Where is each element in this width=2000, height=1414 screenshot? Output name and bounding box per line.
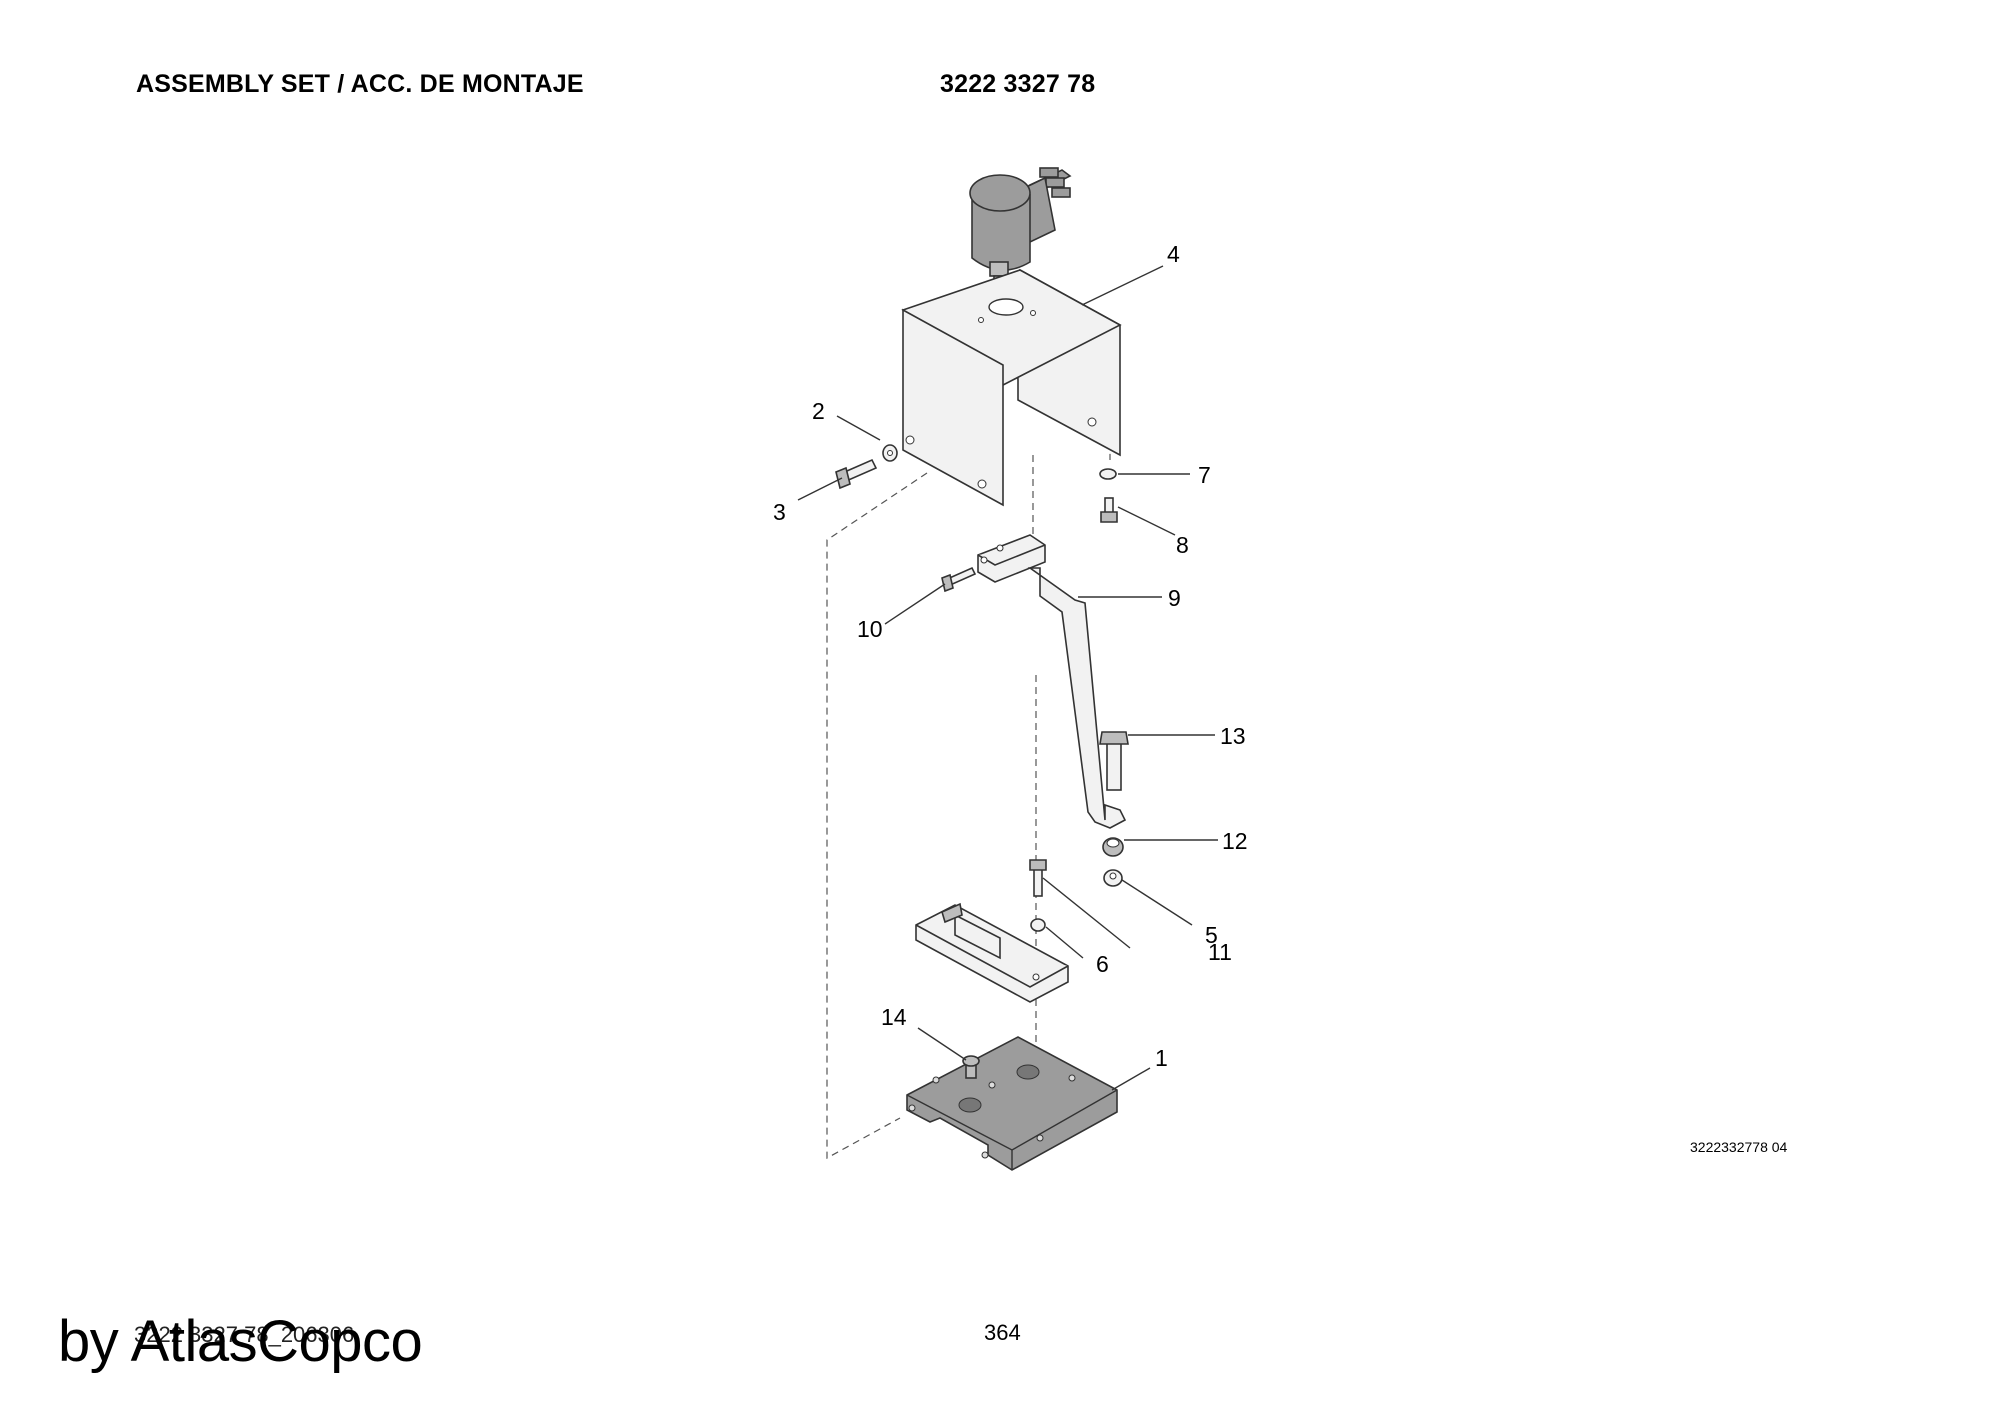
part-6-washer [1030,918,1046,932]
part-12-nut [1102,837,1124,857]
watermark: by AtlasCopco [58,1309,423,1374]
part-13-bolt [1099,731,1129,791]
part-1-base-plate [906,1036,1118,1171]
leader-lines [797,265,1218,1091]
drawing-reference: 3222332778 04 [1690,1139,1788,1155]
callout-13: 13 [1220,723,1246,749]
callout-6: 6 [1096,951,1109,977]
alignment-guide-line [826,472,928,1160]
part-9-arm [977,534,1127,829]
part-number: 3222 3327 78 [940,70,1096,98]
callout-12: 12 [1222,828,1248,854]
callout-9: 9 [1168,585,1181,611]
part-10-screw [941,566,977,593]
page-number: 364 [984,1320,1021,1345]
part-5-nut [1103,869,1123,887]
callout-1: 1 [1155,1045,1168,1071]
callout-10: 10 [857,616,883,642]
mounting-plate [915,902,1069,1003]
part-7-washer [1099,468,1117,480]
callout-11: 11 [1208,939,1232,965]
part-3-screw [835,458,878,490]
callout-14: 14 [881,1004,907,1030]
part-8-screw [1100,497,1118,523]
callout-5: 5 [1205,922,1218,948]
page-title: ASSEMBLY SET / ACC. DE MONTAJE [136,70,584,98]
part-4-sensor-motor [969,167,1072,285]
part-4-bracket [901,268,1122,507]
part-11-screw [1029,859,1047,897]
callout-2: 2 [812,398,825,424]
footer-doc-code: 3222 3327 78_206306 [134,1322,355,1347]
callout-7: 7 [1198,462,1211,488]
part-14-pin [962,1055,980,1079]
callout-3: 3 [773,499,786,525]
callout-4: 4 [1167,241,1180,267]
callout-8: 8 [1176,532,1189,558]
